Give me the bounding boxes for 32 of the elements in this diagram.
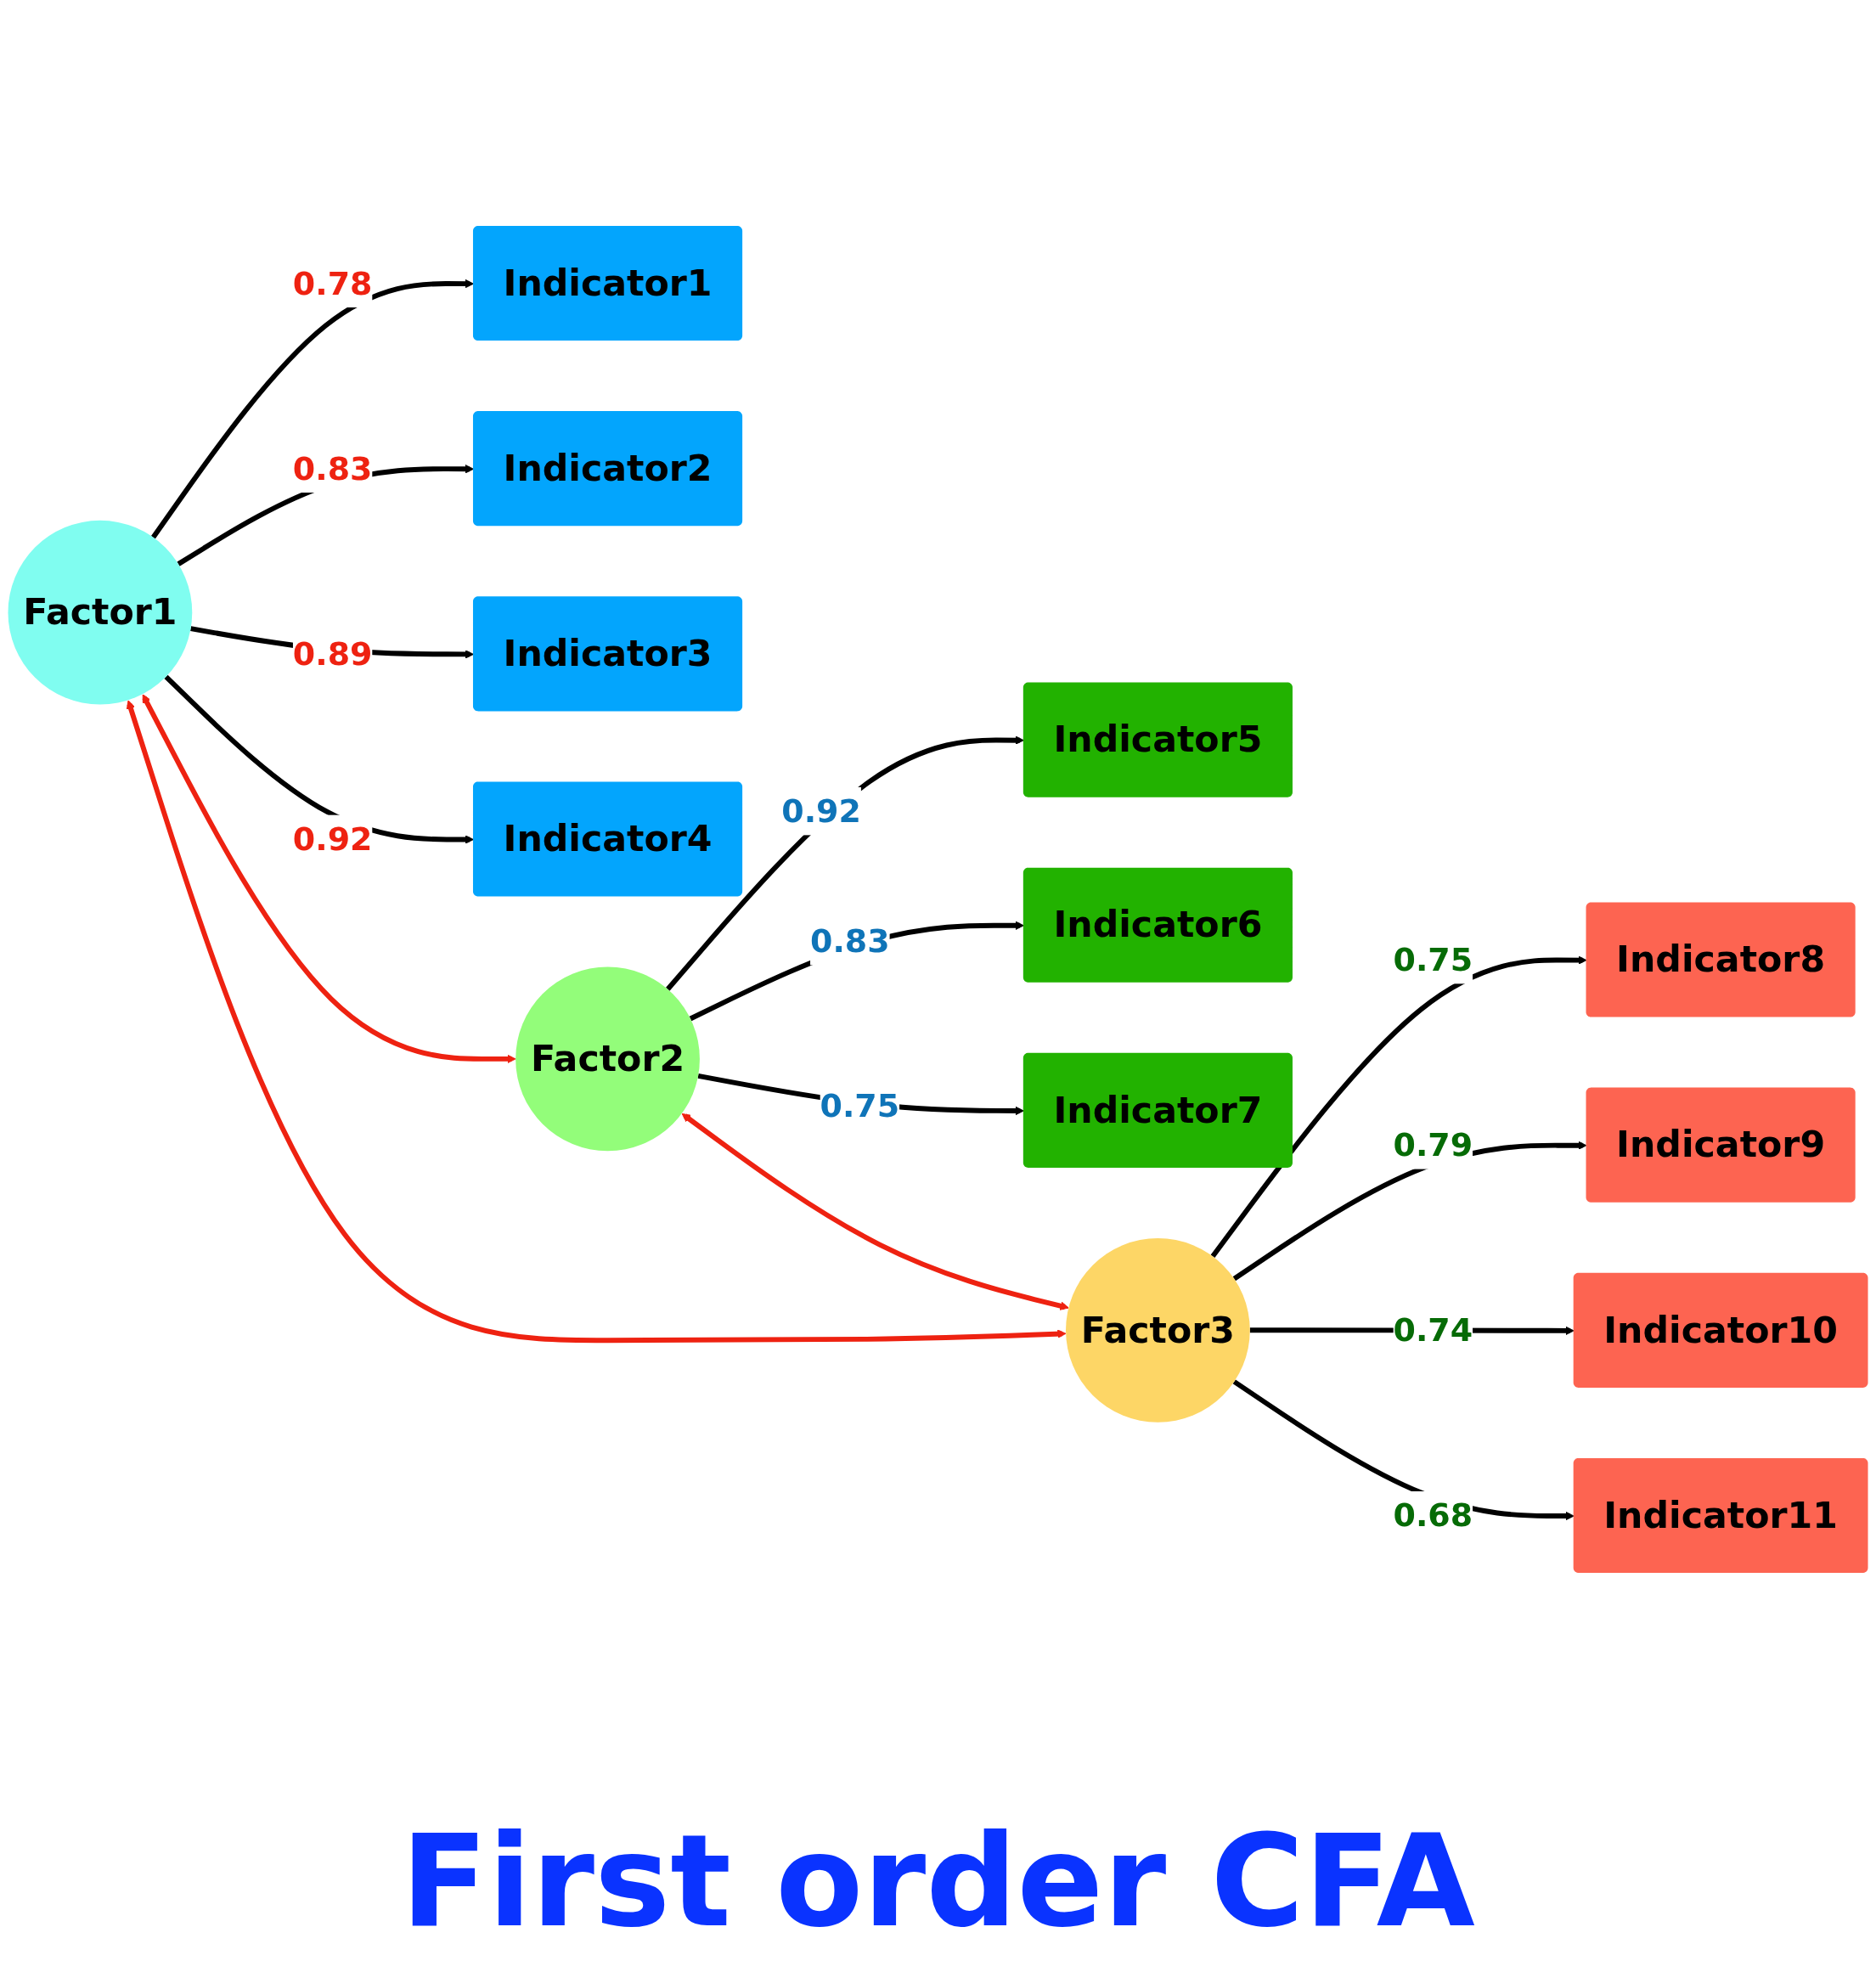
node-box: Indicator7 [1023, 1052, 1293, 1168]
node-circle: Factor2 [515, 966, 700, 1152]
arrow [126, 700, 1067, 1344]
arrow [1232, 1141, 1587, 1282]
edge-label: 0.78 [292, 264, 373, 303]
edge-label: 0.92 [781, 792, 861, 831]
arrow [666, 735, 1024, 991]
node-box: Indicator10 [1573, 1272, 1868, 1388]
node-circle: Factor1 [8, 520, 193, 705]
edge-label: 0.92 [292, 820, 373, 859]
node-box: Indicator8 [1586, 902, 1856, 1017]
edge-label: 0.75 [1393, 940, 1473, 979]
edge-label: 0.68 [1393, 1496, 1473, 1535]
node-box: Indicator5 [1023, 682, 1293, 797]
edge-label: 0.83 [292, 449, 373, 488]
edge-label: 0.89 [292, 634, 373, 673]
node-box: Indicator11 [1573, 1457, 1868, 1574]
edge-label: 0.75 [820, 1086, 900, 1125]
node-circle: Factor3 [1066, 1237, 1250, 1423]
edge-label: 0.79 [1393, 1125, 1473, 1164]
node-box: Indicator1 [472, 225, 743, 341]
arrow [1210, 955, 1587, 1259]
node-box: Indicator6 [1023, 867, 1293, 983]
node-box: Indicator9 [1586, 1087, 1856, 1203]
node-box: Indicator3 [472, 596, 743, 712]
diagram-title: First order CFA [401, 1806, 1475, 1957]
arrow [142, 694, 516, 1064]
node-box: Indicator2 [472, 411, 743, 527]
node-box: Indicator4 [472, 781, 743, 897]
edge-label: 0.74 [1393, 1310, 1473, 1349]
edge-label: 0.83 [810, 921, 890, 961]
arrow [681, 1113, 1069, 1310]
